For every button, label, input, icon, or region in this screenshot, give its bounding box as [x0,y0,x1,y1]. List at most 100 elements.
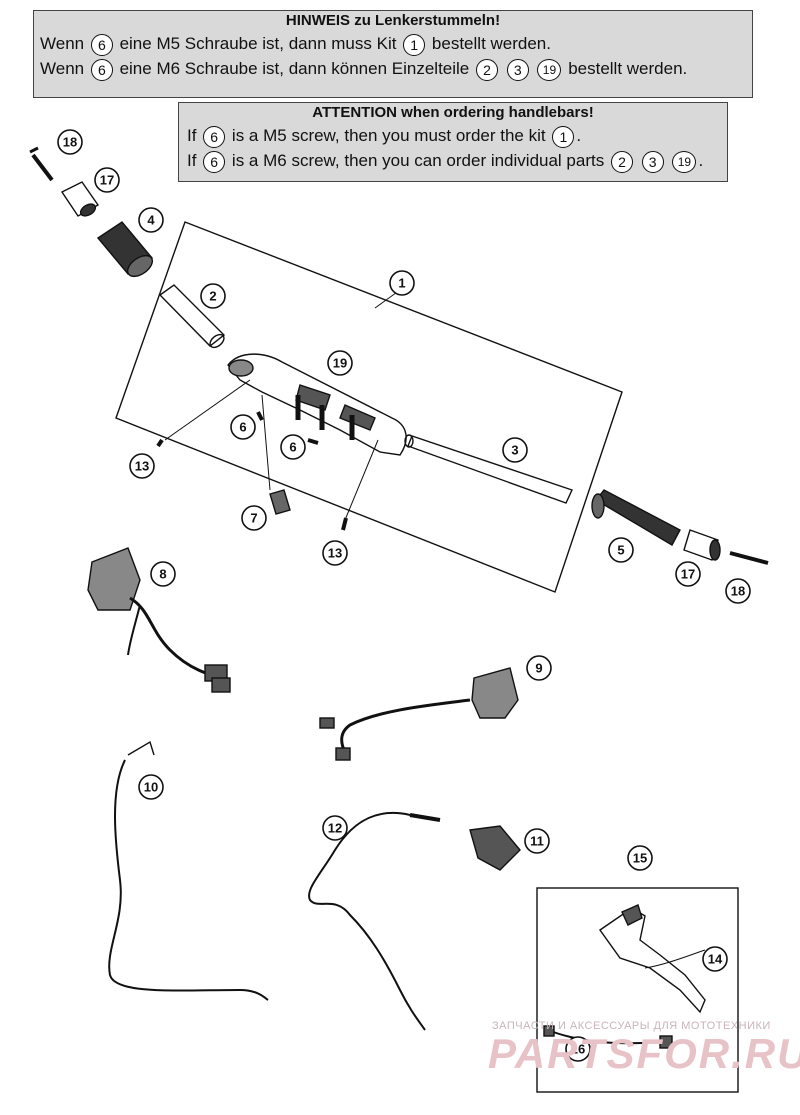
ref-circle: 1 [552,125,575,148]
ref-circle: 19 [672,150,697,173]
clamp-part-19 [227,353,407,456]
text: Wenn [40,59,85,78]
callout-label: 2 [209,289,216,304]
callout-label: 5 [617,543,624,558]
callout-label: 9 [535,661,542,676]
notice-english-line-2: If 6 is a M6 screw, then you can order i… [179,148,727,173]
callout-19: 19 [327,350,353,376]
ref-circle: 6 [90,58,113,81]
lever-part-14 [599,904,706,1014]
switch-part-9-right [319,667,519,761]
callout-label: 3 [511,443,518,458]
callout-17a: 17 [94,167,120,193]
callout-12: 12 [322,815,348,841]
ref-circle: 2 [610,150,633,173]
ref-circle: 2 [475,58,498,81]
callout-4: 4 [138,207,164,233]
bar-end-part-17-right [683,529,721,561]
notice-german-title: HINWEIS zu Lenkerstummeln! [285,12,501,29]
callout-label: 10 [144,780,158,795]
ref-circle: 6 [203,150,226,173]
ref-circle: 6 [90,33,113,56]
notice-english-title: ATTENTION when ordering handlebars! [312,104,594,121]
callout-label: 17 [100,173,114,188]
handlebar-tube-part-2 [158,284,226,349]
callout-5: 5 [608,537,634,563]
callout-label: 6 [239,420,246,435]
bolt-part-18-right [729,551,769,565]
callout-label: 16 [571,1042,585,1057]
text: . [576,126,582,145]
callout-13b: 13 [322,540,348,566]
screw-part-6-left [256,411,264,421]
notice-english: ATTENTION when ordering handlebars! If 6… [178,102,728,182]
watermark-tagline: ЗАПЧАСТИ И АКСЕССУАРЫ ДЛЯ МОТОТЕХНИКИ [492,1020,771,1032]
notice-german-line-1: Wenn 6 eine M5 Schraube ist, dann muss K… [34,31,752,56]
kit-1-frame [115,221,623,593]
text: If [187,151,197,170]
switch-part-16 [543,1025,673,1049]
ref-circle: 19 [537,58,562,81]
nut-part-7 [269,489,291,515]
ref-circle: 3 [506,58,529,81]
callout-label: 18 [63,135,77,150]
callout-label: 18 [731,584,745,599]
ref-circle: 1 [403,33,426,56]
notice-german: HINWEIS zu Lenkerstummeln! Wenn 6 eine M… [33,10,753,98]
text: bestellt werden. [431,34,551,53]
callout-3: 3 [502,437,528,463]
text: . [698,151,704,170]
callout-8: 8 [150,561,176,587]
callout-label: 14 [708,952,723,967]
callout-11: 11 [524,828,550,854]
throttle-cable-part-12 [308,811,426,1031]
callout-label: 13 [135,459,149,474]
callout-label: 4 [147,213,155,228]
callout-label: 8 [159,567,166,582]
text: eine M6 Schraube ist, dann können Einzel… [119,59,470,78]
callout-label: 17 [681,567,695,582]
callout-18b: 18 [725,578,751,604]
callout-13a: 13 [129,453,155,479]
ref-circle: 3 [641,150,664,173]
cable-part-10 [108,759,269,1001]
bolt-part-18-left [29,146,54,182]
text: is a M6 screw, then you can order indivi… [231,151,605,170]
switch-part-8-left [87,547,231,693]
callout-label: 7 [250,511,257,526]
callout-2: 2 [200,283,226,309]
callout-label: 11 [530,834,544,849]
grip-part-5-right [591,489,681,546]
text: is a M5 screw, then you must order the k… [231,126,546,145]
screw-part-6-right [307,438,319,445]
callout-label: 12 [328,821,342,836]
cover-part-11 [469,825,521,871]
callout-label: 13 [328,546,342,561]
bar-end-part-17-left [60,181,100,217]
callout-14: 14 [702,946,728,972]
callout-1: 1 [389,270,415,296]
callout-label: 15 [633,851,647,866]
callout-17b: 17 [675,561,701,587]
text: eine M5 Schraube ist, dann muss Kit [119,34,397,53]
callout-label: 19 [333,356,347,371]
text: Wenn [40,34,85,53]
kit-15-frame [536,887,739,1093]
callout-18a: 18 [57,129,83,155]
watermark-logo: PARTSFOR.RU [488,1030,800,1077]
callout-10: 10 [138,774,164,800]
screw-part-13-left [156,438,164,448]
callout-9: 9 [526,655,552,681]
callout-6b: 6 [280,434,306,460]
callout-15: 15 [627,845,653,871]
callout-7: 7 [241,505,267,531]
text: If [187,126,197,145]
ref-circle: 6 [203,125,226,148]
callout-6a: 6 [230,414,256,440]
text: bestellt werden. [568,59,688,78]
handlebar-tube-part-3 [404,434,573,504]
callout-16: 16 [565,1036,591,1062]
grip-part-4-left [96,221,154,278]
notice-english-line-1: If 6 is a M5 screw, then you must order … [179,123,727,148]
